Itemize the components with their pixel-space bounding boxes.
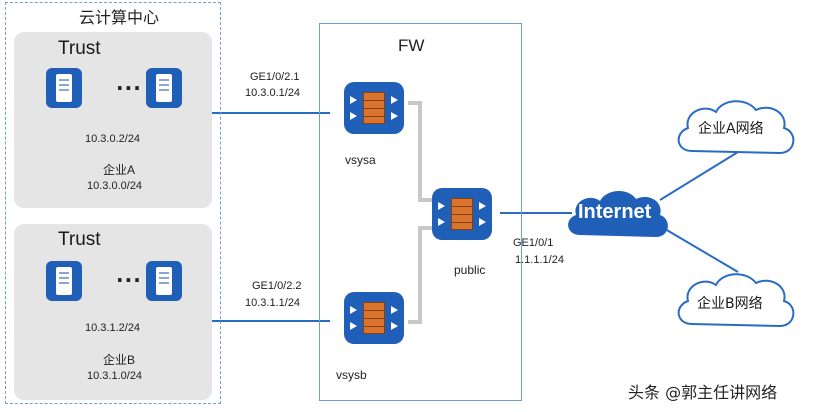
public-label: public (454, 263, 486, 277)
firewall-icon-public (432, 188, 492, 240)
datacenter-boundary (5, 2, 221, 404)
trust-a-label: Trust (58, 38, 101, 59)
link-internet-to-cloud-a (659, 151, 739, 201)
vsysa-label: vsysa (345, 153, 376, 167)
vsysa-interface-ip: 10.3.0.1/24 (245, 87, 301, 99)
internet-label: Internet (578, 201, 652, 223)
enterprise-a-cloud-icon (677, 100, 795, 155)
trust-b-enterprise: 企业B (103, 353, 136, 367)
link-vsysb-to-public (408, 226, 432, 324)
link-vsysa-to-public (408, 101, 432, 202)
vsysb-interface-ip: 10.3.1.1/24 (245, 297, 301, 309)
link-internet-to-cloud-b (659, 225, 739, 273)
ellipsis: ··· (116, 268, 142, 292)
trust-a-enterprise: 企业A (103, 163, 136, 177)
enterprise-b-network-label: 企业B网络 (697, 296, 763, 312)
server-icon (46, 261, 82, 301)
server-icon (146, 261, 182, 301)
public-interface: GE1/0/1 (513, 237, 554, 249)
trust-a-server-ip: 10.3.0.2/24 (85, 133, 141, 145)
firewall-icon-vsysa (344, 82, 404, 134)
firewall-icon-vsysb (344, 292, 404, 344)
public-interface-ip: 1.1.1.1/24 (515, 254, 564, 266)
trust-a-subnet: 10.3.0.0/24 (87, 180, 143, 192)
internet-cloud-icon (568, 190, 668, 237)
watermark-text: 头条 @郭主任讲网络 (628, 383, 778, 402)
ellipsis: ··· (116, 76, 142, 100)
firewall-title: FW (398, 36, 425, 55)
firewall-boundary (319, 23, 522, 401)
trust-zone-a (14, 32, 212, 208)
trust-b-server-ip: 10.3.1.2/24 (85, 322, 141, 334)
enterprise-b-cloud-icon (677, 273, 795, 328)
vsysb-label: vsysb (336, 368, 367, 382)
vsysa-interface: GE1/0/2.1 (250, 71, 300, 83)
trust-b-subnet: 10.3.1.0/24 (87, 370, 143, 382)
enterprise-a-network-label: 企业A网络 (698, 121, 764, 137)
server-icon (146, 68, 182, 108)
vsysb-interface: GE1/0/2.2 (252, 280, 302, 292)
trust-b-label: Trust (58, 229, 101, 250)
datacenter-title: 云计算中心 (73, 4, 166, 28)
trust-zone-b (14, 224, 212, 400)
server-icon (46, 68, 82, 108)
